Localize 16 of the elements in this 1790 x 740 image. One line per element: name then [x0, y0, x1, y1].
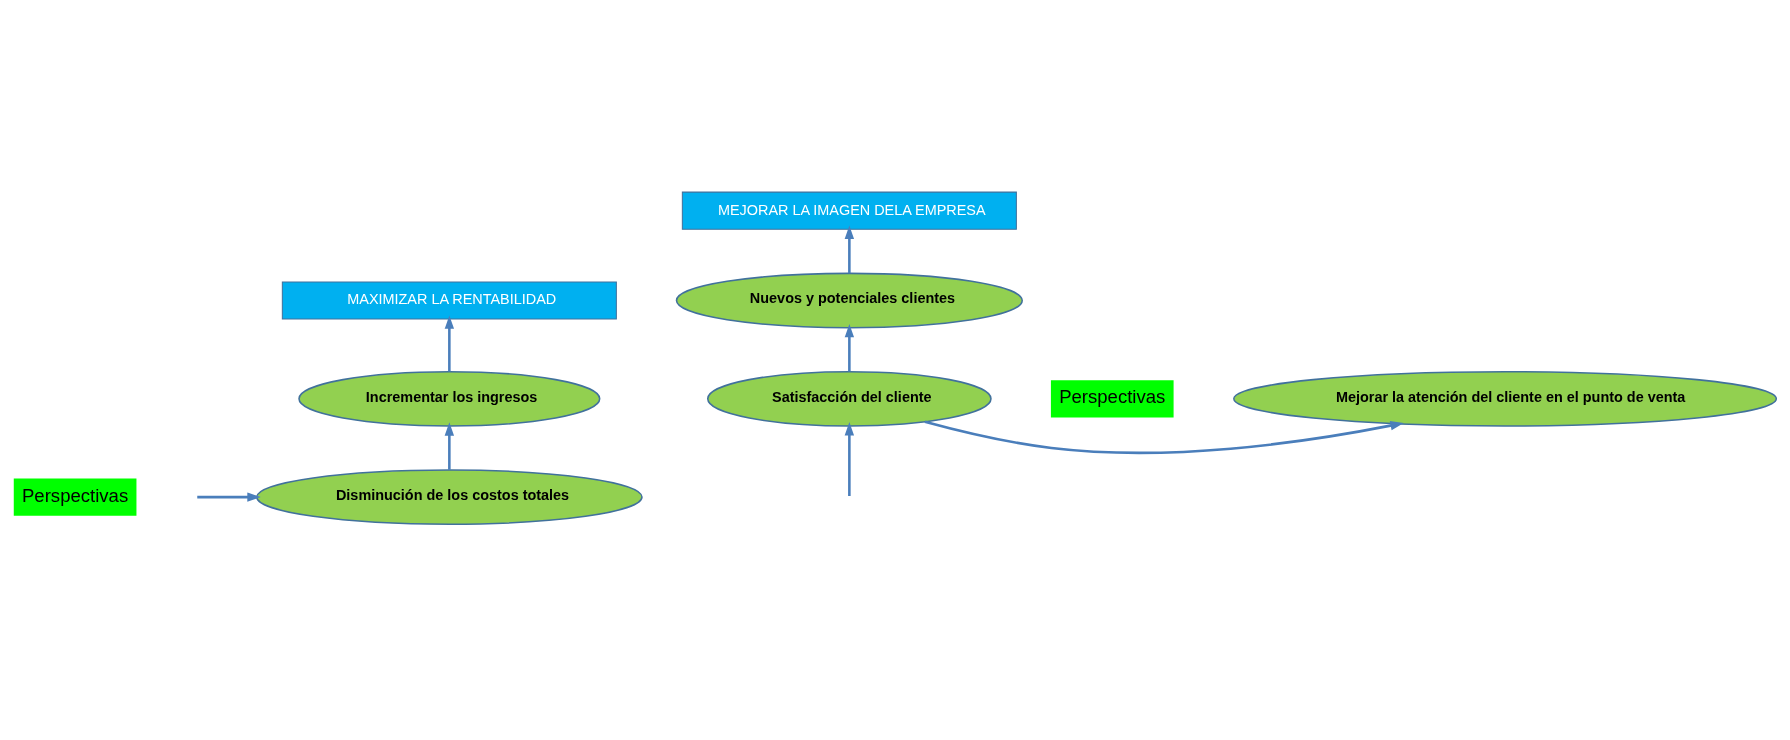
- arrow: [444, 315, 455, 372]
- node-ellipse: Disminución de los costos totales: [255, 469, 643, 526]
- node-ellipse: Satisfacción del cliente: [706, 370, 992, 427]
- arrow: [844, 225, 855, 274]
- label: Perspectivas: [22, 484, 129, 506]
- arrow: [444, 422, 455, 470]
- node-ellipse: Incrementar los ingresos: [298, 370, 601, 427]
- node-box: MEJORAR LA IMAGEN DELA EMPRESA: [681, 191, 1017, 230]
- node-ellipse: Nuevos y potenciales clientes: [675, 272, 1023, 329]
- arrow: [844, 422, 855, 496]
- arrow: [844, 323, 855, 372]
- arrow: [924, 420, 1404, 455]
- node-box: MAXIMIZAR LA RENTABILIDAD: [281, 281, 617, 320]
- node-ellipse: Mejorar la atención del cliente en el punto de venta: [1233, 370, 1778, 427]
- label: Perspectivas: [1059, 386, 1166, 408]
- arrow: [197, 492, 261, 502]
